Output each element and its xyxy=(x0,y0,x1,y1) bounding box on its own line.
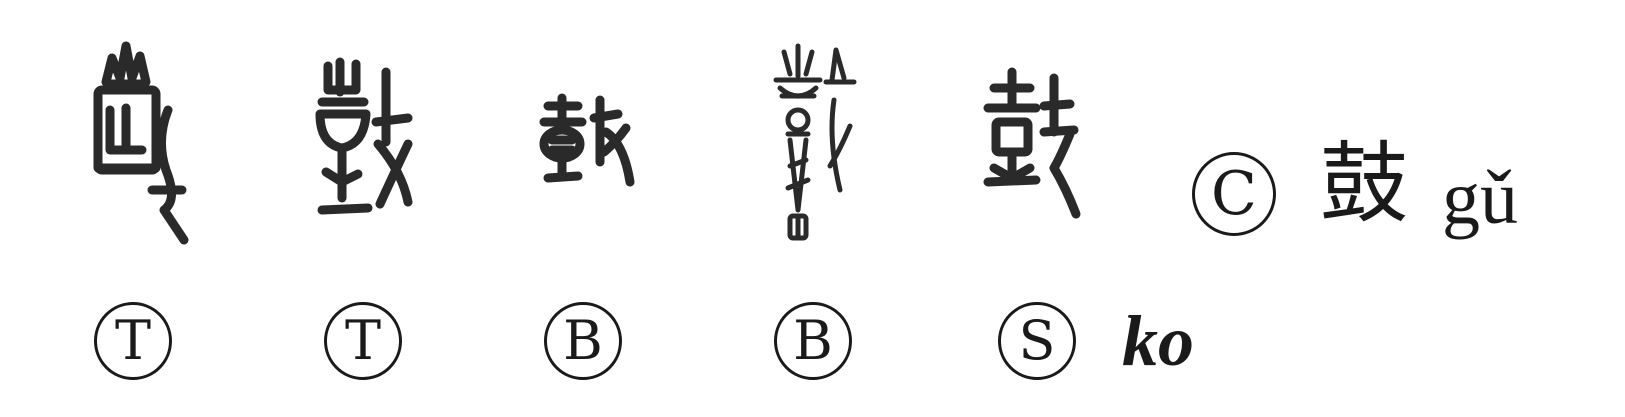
script-label-1: T xyxy=(94,302,172,380)
script-label-5: S xyxy=(998,302,1076,380)
script-label-3: B xyxy=(544,302,622,380)
reading-text: ko xyxy=(1122,301,1194,381)
modern-label: C xyxy=(1192,152,1276,236)
bronze-form-2-icon xyxy=(770,40,865,245)
script-label-2: T xyxy=(324,302,402,380)
pinyin-text: gǔ xyxy=(1442,156,1518,240)
script-label-4: B xyxy=(774,302,852,380)
oracle-bone-form-2-icon xyxy=(312,52,422,227)
seal-form-icon xyxy=(983,67,1089,223)
oracle-bone-form-1-icon xyxy=(86,40,196,250)
bronze-form-1-icon xyxy=(539,92,640,192)
modern-character: 鼓 xyxy=(1320,132,1409,235)
